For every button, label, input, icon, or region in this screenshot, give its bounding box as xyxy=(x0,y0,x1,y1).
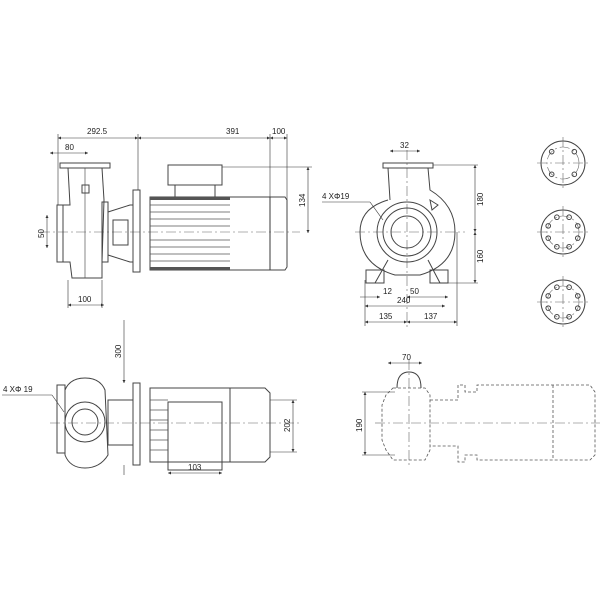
bolt-hole xyxy=(554,243,560,250)
outline-view: 70 190 xyxy=(355,353,600,468)
bolt-hole xyxy=(548,171,555,178)
dim-70: 70 xyxy=(402,353,411,362)
suction-flange xyxy=(56,204,64,263)
bolt-hole xyxy=(554,284,560,291)
bolt-hole xyxy=(574,293,581,299)
dim-134: 134 xyxy=(298,193,307,207)
bolt-hole xyxy=(574,235,581,241)
bolt-hole xyxy=(574,305,581,311)
dim-135: 135 xyxy=(379,312,393,321)
dim-137: 137 xyxy=(424,312,438,321)
dim-12: 12 xyxy=(383,287,392,296)
volute xyxy=(359,167,456,276)
dim-50-side: 50 xyxy=(410,287,419,296)
dim-190: 190 xyxy=(355,418,364,432)
discharge-flange xyxy=(59,162,111,169)
side-view: 180 160 32 12 50 240 135 137 4 XΦ19 xyxy=(322,141,485,330)
bolt-hole xyxy=(566,243,572,250)
dim-160: 160 xyxy=(476,249,485,263)
dim-202: 202 xyxy=(283,418,292,432)
dim-292-5: 292.5 xyxy=(87,127,108,136)
terminal-box xyxy=(167,164,223,186)
bolt-note-top: 4 XΦ 19 xyxy=(3,385,33,394)
bolt-hole xyxy=(574,223,581,229)
motor-body xyxy=(149,196,271,271)
dim-180: 180 xyxy=(476,192,485,206)
pump-casing-top xyxy=(64,377,109,469)
bolt-hole xyxy=(545,223,552,229)
dim-32: 32 xyxy=(400,141,409,150)
bolt-hole xyxy=(545,235,552,241)
bolt-hole xyxy=(566,284,572,291)
bolt-hole xyxy=(571,171,578,178)
terminal-box-top xyxy=(167,401,223,471)
dim-100-top: 100 xyxy=(272,127,286,136)
top-view: 300 202 103 4 XΦ 19 xyxy=(2,320,300,475)
front-view: 292.5 391 100 80 50 100 134 xyxy=(37,127,312,308)
bolt-hole xyxy=(545,305,552,311)
flange-views xyxy=(537,137,589,328)
pump-casing xyxy=(62,167,105,279)
dim-80: 80 xyxy=(65,143,74,152)
dim-391: 391 xyxy=(226,127,240,136)
fan-cover xyxy=(270,196,288,271)
bolt-hole xyxy=(545,293,552,299)
bolt-hole xyxy=(554,214,560,221)
dim-300: 300 xyxy=(114,344,123,358)
dim-100-bottom: 100 xyxy=(78,295,92,304)
bolt-hole xyxy=(554,313,560,320)
dim-240: 240 xyxy=(397,296,411,305)
motor-flange xyxy=(132,189,141,273)
dim-50: 50 xyxy=(37,229,46,238)
bolt-hole xyxy=(571,148,578,155)
bolt-hole xyxy=(548,148,555,155)
bolt-hole xyxy=(566,313,572,320)
dim-103: 103 xyxy=(188,463,202,472)
bolt-hole xyxy=(566,214,572,221)
bracket xyxy=(107,204,134,263)
bolt-note-side: 4 XΦ19 xyxy=(322,192,350,201)
